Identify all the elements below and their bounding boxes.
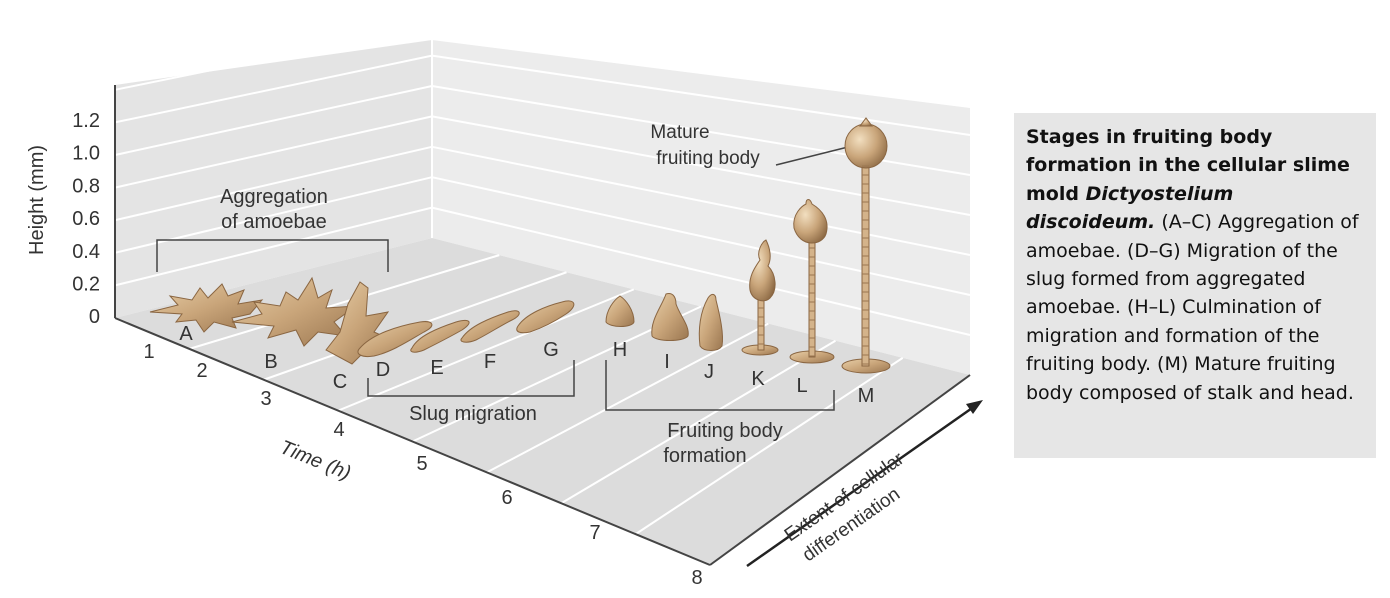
organisms — [149, 117, 891, 374]
stage-letter-m: M — [858, 385, 875, 407]
group-brackets — [156, 145, 853, 411]
stage-letter-a: A — [179, 323, 193, 345]
stage-letters: A B C D E F G H I J K L M — [179, 323, 874, 407]
fruiting-body-diagram: 1.2 1.0 0.8 0.6 0.4 0.2 0 Height (mm) 1 2 3 4 5 6 7 8… — [26, 40, 983, 589]
stage-letter-c: C — [333, 371, 347, 393]
stage-k-head — [749, 239, 776, 302]
stage-m-stalk — [861, 157, 870, 367]
stage-m-tip — [859, 117, 873, 127]
y-tick-label: 0.4 — [72, 241, 100, 263]
x-tick-label: 7 — [589, 522, 600, 544]
stage-h-mound — [605, 295, 635, 327]
stage-f-slug — [460, 310, 520, 343]
y-tick-label: 0.2 — [72, 274, 100, 296]
stage-m-head — [844, 123, 888, 169]
caption-species-name: Dictyostelium discoideum. — [1026, 182, 1234, 234]
x-axis: 1 2 3 4 5 6 7 8 — [143, 341, 702, 589]
stage-letter-e: E — [430, 357, 443, 379]
group-fruiting-line1: Fruiting body — [667, 420, 783, 442]
stage-g-slug — [516, 300, 575, 334]
x-tick-label: 5 — [416, 453, 427, 475]
back-wall-left — [115, 40, 432, 318]
caption-box: Stages in fruiting body formation in the… — [1014, 113, 1376, 458]
y-tick-label: 0.6 — [72, 208, 100, 230]
stage-j-tower — [698, 293, 723, 351]
caption-bold-text: Stages in fruiting body formation in the… — [1026, 126, 1350, 205]
group-aggregation-line1: Aggregation — [220, 186, 328, 208]
caption-body-text: (A–C) Aggregation of amoebae. (D–G) Migr… — [1026, 211, 1359, 404]
stalk-rings — [758, 165, 869, 365]
x-tick-label: 6 — [501, 487, 512, 509]
y-tick-label: 1.0 — [72, 143, 100, 165]
stage-l-head — [793, 199, 828, 244]
stage-letter-j: J — [704, 361, 714, 383]
stage-d-slug — [357, 321, 433, 357]
stage-i-mound — [651, 293, 689, 341]
stage-a-aggregate — [149, 283, 264, 333]
y-tick-label: 0 — [89, 306, 100, 328]
group-slug-migration: Slug migration — [409, 403, 537, 425]
stage-letter-g: G — [543, 339, 559, 361]
mature-label-line1: Mature — [650, 122, 709, 143]
x-tick-label: 3 — [260, 388, 271, 410]
stage-letter-d: D — [376, 359, 390, 381]
stage-letter-b: B — [264, 351, 277, 373]
stage-e-slug — [410, 319, 470, 353]
x-tick-label: 8 — [691, 567, 702, 589]
frame-edges — [114, 85, 971, 566]
stage-l-stalk — [808, 239, 816, 358]
stage-letter-l: L — [796, 375, 807, 397]
y-tick-label: 1.2 — [72, 110, 100, 132]
stage-b-aggregate — [231, 276, 358, 347]
back-wall-right — [432, 40, 970, 375]
y-axis-label: Height (mm) — [26, 145, 48, 255]
mature-label-line2: fruiting body — [656, 148, 760, 169]
stage-letter-h: H — [613, 339, 627, 361]
x-axis-label: Time (h) — [277, 436, 354, 484]
x-tick-label: 4 — [333, 419, 344, 441]
x-tick-label: 1 — [143, 341, 154, 363]
stage-letter-i: I — [664, 351, 670, 373]
y-tick-label: 0.8 — [72, 175, 100, 197]
x-tick-label: 2 — [196, 360, 207, 382]
stage-letter-k: K — [751, 368, 765, 390]
group-fruiting-line2: formation — [663, 445, 746, 467]
y-axis: 1.2 1.0 0.8 0.6 0.4 0.2 0 — [72, 110, 100, 328]
stage-letter-f: F — [484, 351, 496, 373]
group-aggregation-line2: of amoebae — [221, 211, 327, 233]
